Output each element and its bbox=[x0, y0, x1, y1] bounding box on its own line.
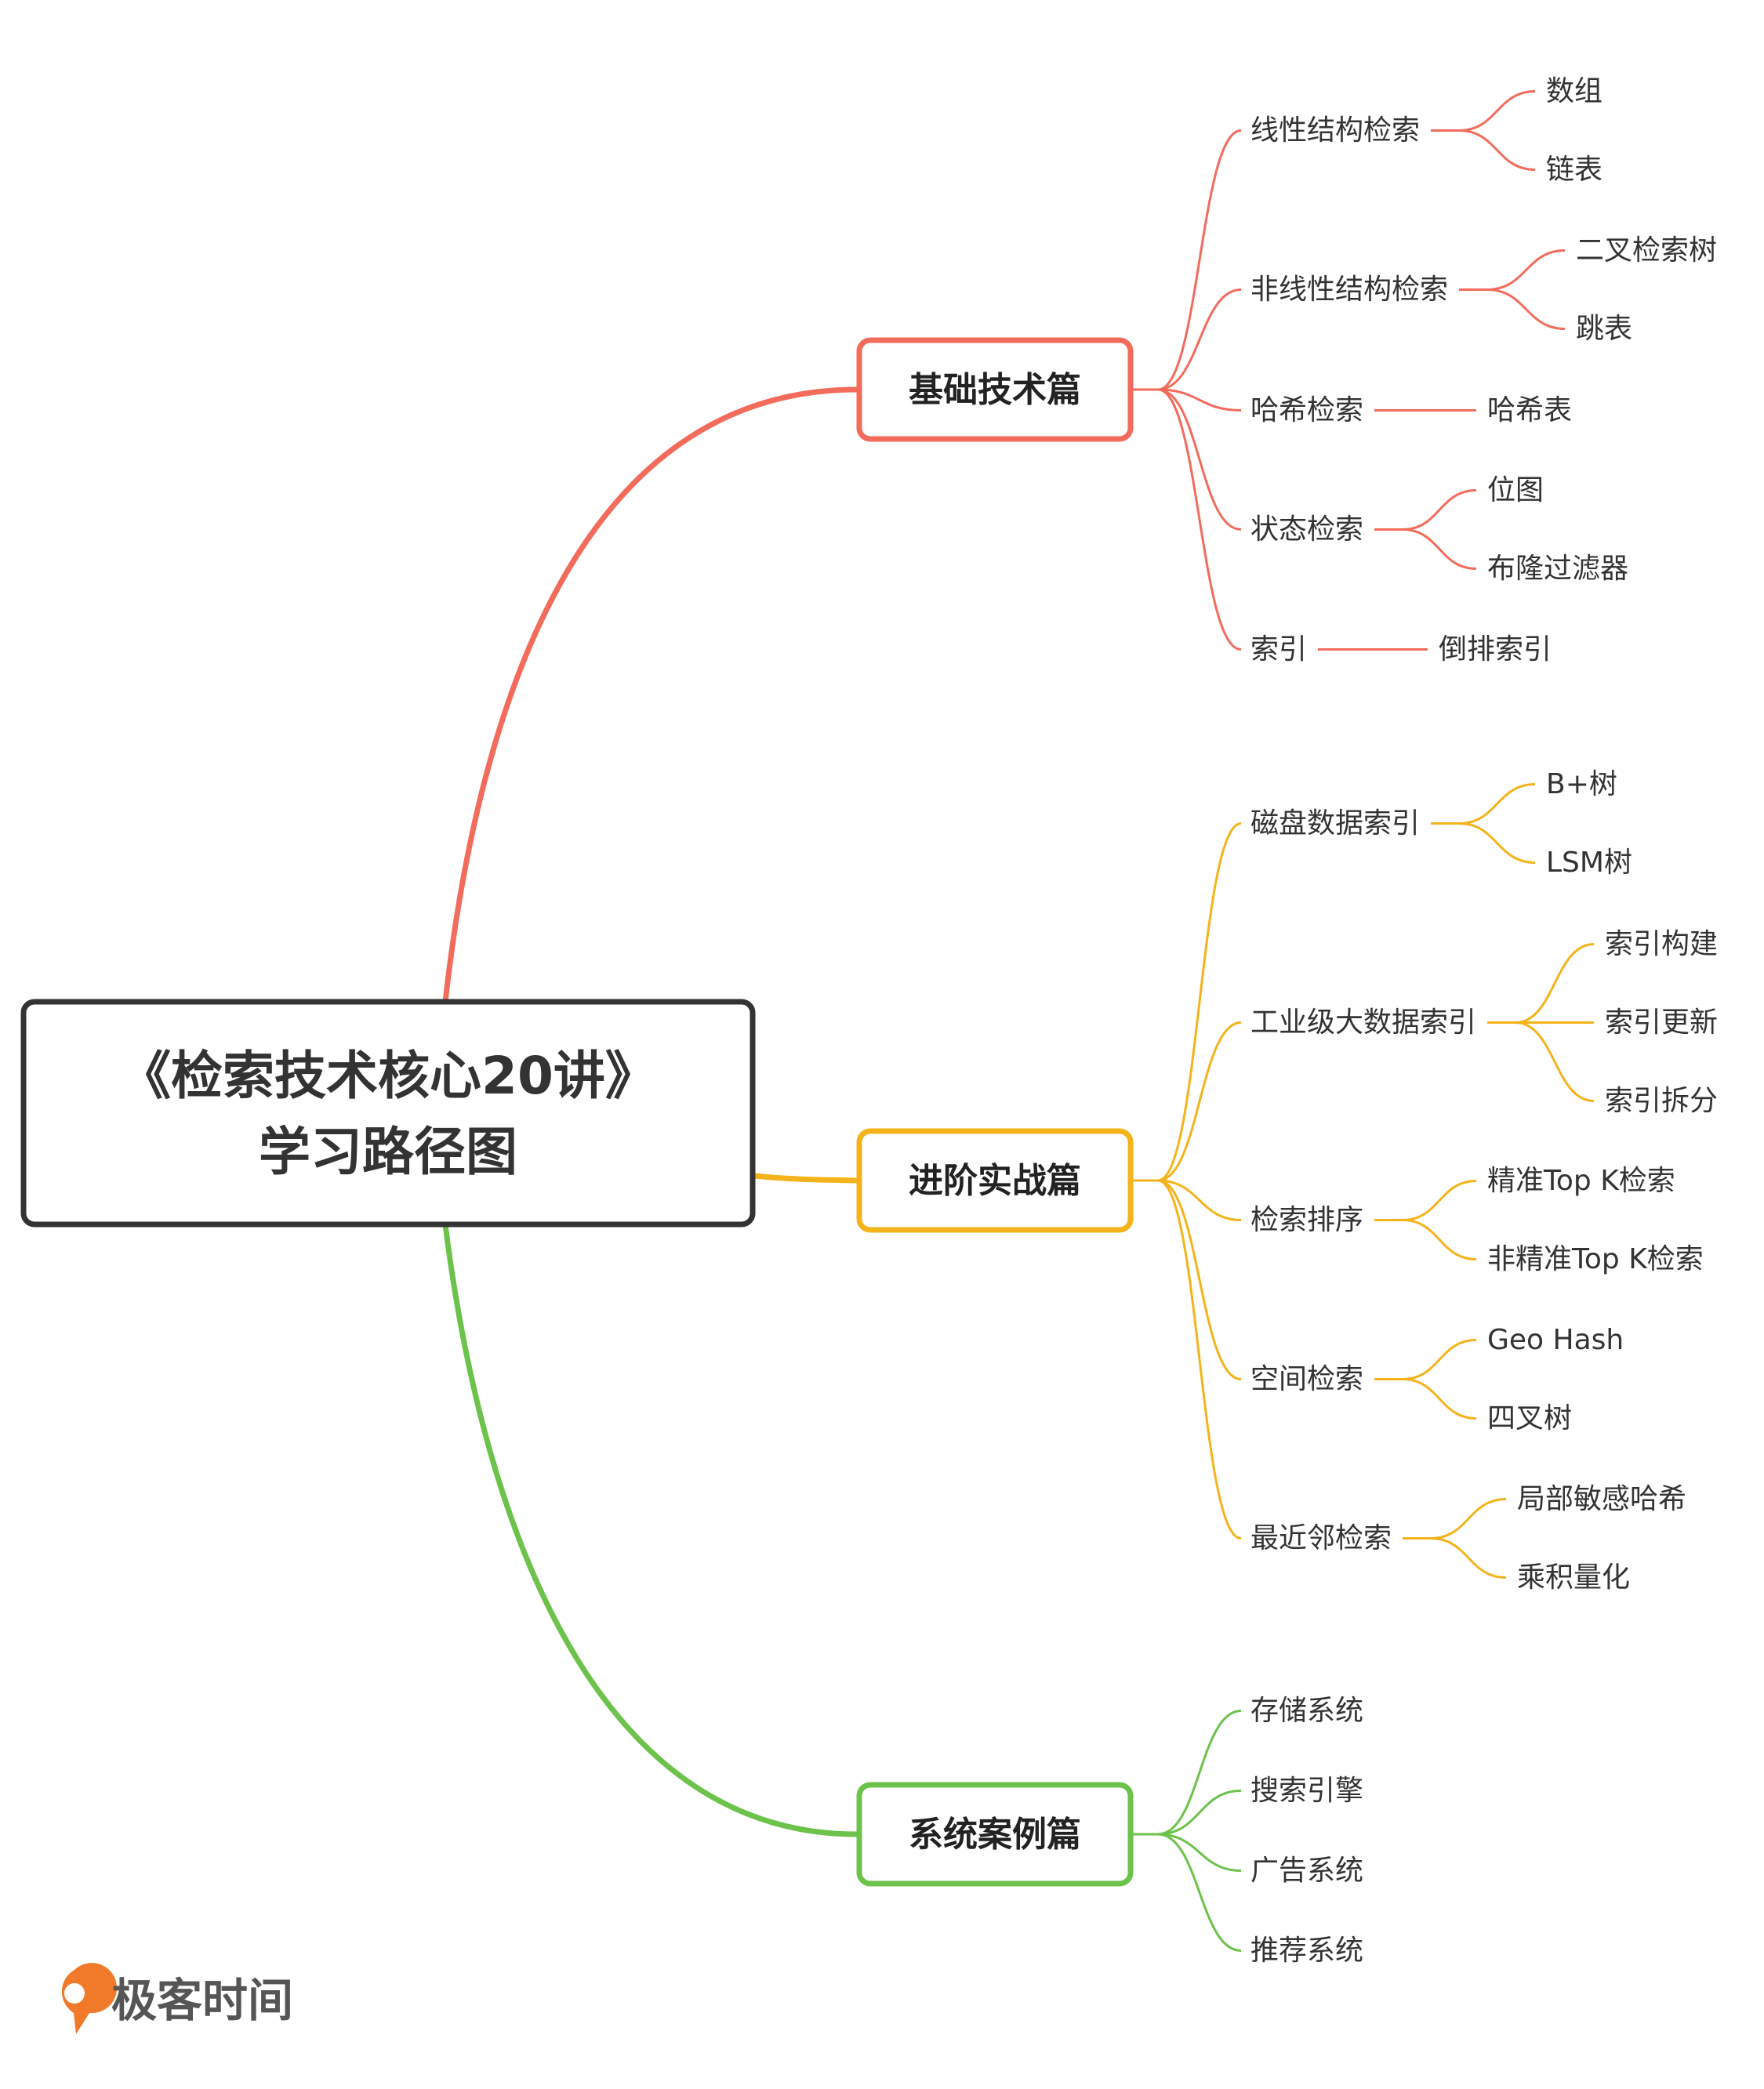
leaf-connector bbox=[1459, 90, 1536, 132]
topic-label: 索引 bbox=[1250, 633, 1307, 666]
section-system: 系统案例篇 bbox=[856, 1782, 1134, 1887]
leaf-label: 索引构建 bbox=[1605, 928, 1718, 960]
logo-text: 极客时间 bbox=[111, 1974, 293, 2027]
leaf-connector bbox=[1403, 1378, 1477, 1420]
leaf-connector bbox=[1459, 129, 1536, 171]
section-advanced: 进阶实战篇 bbox=[856, 1128, 1134, 1233]
leaf-connector bbox=[1403, 528, 1477, 570]
section-title-advanced: 进阶实战篇 bbox=[909, 1161, 1081, 1201]
topic-label: 哈希检索 bbox=[1250, 394, 1363, 426]
topic-label: 非线性结构检索 bbox=[1250, 274, 1448, 306]
topic-label: 存储系统 bbox=[1250, 1695, 1363, 1727]
branch-advanced bbox=[753, 1173, 858, 1184]
leaf-label: 哈希表 bbox=[1487, 394, 1572, 426]
leaf-label: 链表 bbox=[1546, 154, 1602, 186]
topic-connector bbox=[1157, 1179, 1242, 1380]
leaves-advanced: B+树 LSM树 索引构建 索引更新 索引拆分 精准Top K检索 非精准Top… bbox=[1487, 768, 1718, 1594]
leaf-connector bbox=[1487, 288, 1566, 330]
section-title-basic: 基础技术篇 bbox=[909, 370, 1081, 410]
topic-connector bbox=[1157, 288, 1242, 391]
leaf-label: 四叉树 bbox=[1487, 1402, 1572, 1434]
topic-connector bbox=[1157, 1833, 1242, 1872]
topic-connector bbox=[1157, 1833, 1242, 1952]
section-title-system: 系统案例篇 bbox=[909, 1815, 1081, 1855]
root-title-line1: 《检索技术核心20讲》 bbox=[119, 1046, 657, 1106]
leaf-label: LSM树 bbox=[1546, 847, 1632, 879]
topic-label: 状态检索 bbox=[1250, 513, 1363, 546]
topic-connector bbox=[1157, 1179, 1242, 1221]
leaf-connector bbox=[1459, 822, 1536, 864]
leaf-connector bbox=[1515, 1021, 1595, 1102]
leaf-label: 非精准Top K检索 bbox=[1487, 1243, 1704, 1275]
leaf-label: Geo Hash bbox=[1487, 1324, 1624, 1356]
root-title-line2: 学习路径图 bbox=[259, 1122, 517, 1182]
topic-label: 线性结构检索 bbox=[1250, 114, 1420, 147]
topic-label: 空间检索 bbox=[1250, 1363, 1363, 1395]
leaf-label: 位图 bbox=[1487, 474, 1544, 506]
leaf-label: 局部敏感哈希 bbox=[1517, 1483, 1686, 1515]
topic-connector bbox=[1157, 388, 1242, 412]
leaf-connector bbox=[1487, 249, 1566, 291]
topic-label: 最近邻检索 bbox=[1250, 1522, 1392, 1554]
leaf-label: 索引拆分 bbox=[1605, 1085, 1718, 1117]
geektime-logo: 极客时间 bbox=[61, 1963, 293, 2034]
topic-connector bbox=[1157, 1021, 1242, 1182]
topic-label: 工业级大数据索引 bbox=[1250, 1006, 1476, 1039]
leaf-label: 二叉检索树 bbox=[1576, 234, 1717, 267]
branch-basic bbox=[442, 386, 858, 1003]
topic-label: 磁盘数据索引 bbox=[1250, 807, 1420, 840]
topic-label: 检索排序 bbox=[1250, 1204, 1363, 1236]
topic-connector bbox=[1157, 388, 1242, 531]
topic-connector bbox=[1157, 1790, 1242, 1836]
topic-connector bbox=[1157, 129, 1242, 391]
leaf-label: 索引更新 bbox=[1605, 1006, 1718, 1039]
leaf-connector bbox=[1459, 783, 1536, 825]
topic-connector bbox=[1157, 1710, 1242, 1836]
leaf-label: 跳表 bbox=[1576, 313, 1632, 345]
leaf-label: 数组 bbox=[1546, 75, 1602, 107]
leaf-connector bbox=[1431, 1498, 1507, 1540]
topic-label: 推荐系统 bbox=[1250, 1935, 1363, 1967]
topic-label: 广告系统 bbox=[1250, 1855, 1363, 1887]
geektime-logo-icon bbox=[61, 1963, 118, 2034]
leaf-label: 乘积量化 bbox=[1517, 1561, 1630, 1594]
topics-basic: 线性结构检索 非线性结构检索 哈希检索 状态检索 索引 bbox=[1250, 114, 1448, 666]
leaf-connector bbox=[1403, 1339, 1477, 1380]
leaf-connector bbox=[1515, 943, 1595, 1024]
topics-advanced: 磁盘数据索引 工业级大数据索引 检索排序 空间检索 最近邻检索 bbox=[1250, 807, 1476, 1554]
root-node: 《检索技术核心20讲》 学习路径图 bbox=[20, 999, 756, 1228]
topic-connector bbox=[1157, 1179, 1242, 1540]
section-basic: 基础技术篇 bbox=[856, 337, 1134, 442]
branch-system bbox=[442, 1224, 858, 1837]
leaf-label: 倒排索引 bbox=[1439, 633, 1552, 666]
leaf-connector bbox=[1403, 489, 1477, 531]
leaf-connector bbox=[1403, 1219, 1477, 1260]
leaf-connector bbox=[1431, 1537, 1507, 1579]
leaves-basic: 数组 链表 二叉检索树 跳表 哈希表 位图 布隆过滤器 倒排索引 bbox=[1439, 75, 1717, 666]
leaf-label: 布隆过滤器 bbox=[1487, 553, 1628, 585]
topic-connector bbox=[1157, 388, 1242, 651]
leaf-label: 精准Top K检索 bbox=[1487, 1165, 1675, 1197]
topic-connector bbox=[1157, 822, 1242, 1182]
leaf-label: B+树 bbox=[1546, 768, 1617, 800]
leaf-connector bbox=[1403, 1180, 1477, 1221]
topic-label: 搜索引擎 bbox=[1250, 1775, 1363, 1807]
topics-system: 存储系统 搜索引擎 广告系统 推荐系统 bbox=[1250, 1695, 1363, 1967]
